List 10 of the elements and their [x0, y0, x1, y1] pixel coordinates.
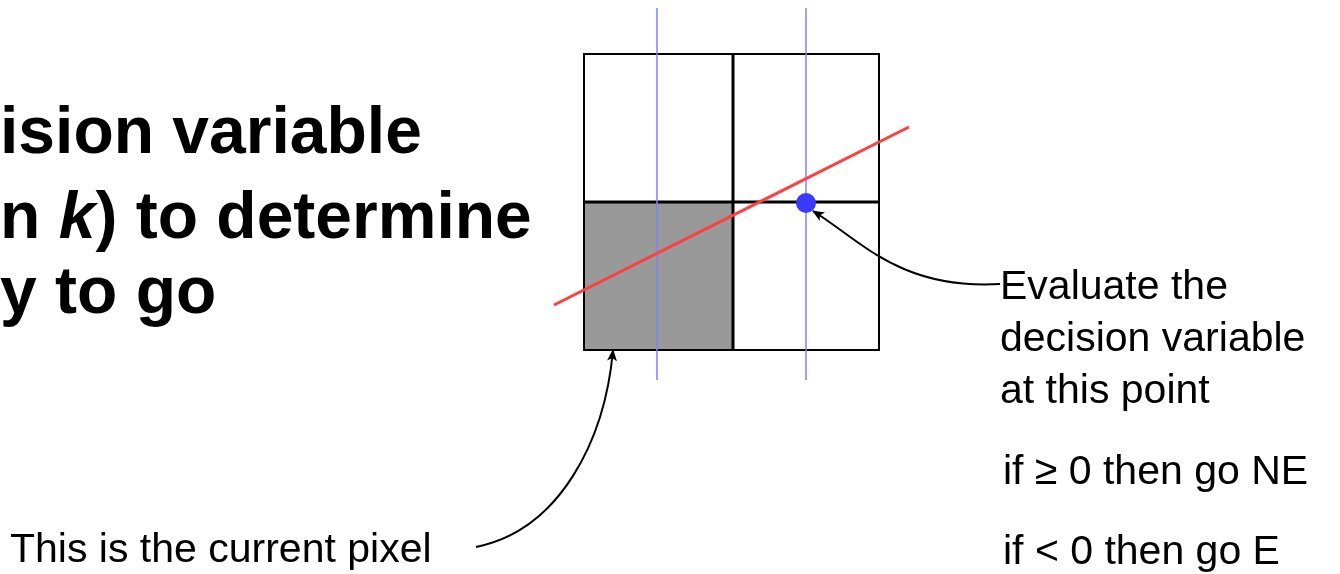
rule-text: if < 0 then go E [1003, 526, 1280, 574]
heading-line: ision variable [0, 92, 422, 169]
rule-text: if ≥ 0 then go NE [1003, 446, 1309, 495]
heading-line: n k) to determine [0, 177, 532, 254]
current-pixel-cell [584, 202, 733, 350]
callout-text: Evaluate the decision variable at this point [1000, 261, 1307, 414]
callout-text: This is the current pixel [10, 524, 433, 573]
leader-arrow [812, 210, 1001, 286]
leader-arrow [475, 349, 617, 548]
heading-line: y to go [0, 252, 217, 329]
